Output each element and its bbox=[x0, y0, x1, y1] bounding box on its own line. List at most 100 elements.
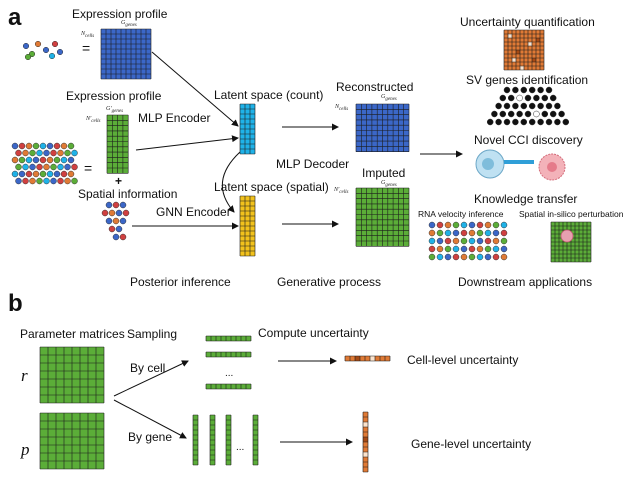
velocity-dot-4-0 bbox=[428, 253, 436, 261]
sv-gene-dot-4-1 bbox=[495, 118, 502, 126]
spatial-dot-3-3 bbox=[36, 163, 43, 171]
velocity-dot-0-6 bbox=[476, 221, 484, 229]
spatial-dot-4-5 bbox=[46, 170, 54, 178]
sv-gene-dot-4-4 bbox=[520, 118, 528, 126]
expression-profile-top-label: Expression profile bbox=[72, 7, 168, 21]
sv-gene-dot-3-8 bbox=[558, 110, 565, 118]
cell-dot-top-4 bbox=[48, 52, 56, 60]
velocity-dot-0-3 bbox=[452, 221, 460, 229]
sv-gene-dot-0-1 bbox=[512, 86, 519, 94]
velocity-dot-3-8 bbox=[492, 245, 500, 253]
knowledge-transfer-label: Knowledge transfer bbox=[474, 192, 578, 206]
spatial-dot-4-0 bbox=[11, 170, 19, 178]
imputed-matrix bbox=[355, 187, 410, 247]
compute-uncertainty-label: Compute uncertainty bbox=[258, 326, 369, 340]
arrow-top-to-latent-count bbox=[151, 51, 239, 127]
spatial-dot-0-5 bbox=[46, 142, 54, 150]
gene-level-uncertainty-label: Gene-level uncertainty bbox=[411, 437, 532, 451]
sv-gene-dot-4-3 bbox=[512, 118, 519, 126]
spatial-dot-4-4 bbox=[39, 170, 47, 178]
uncertainty-quantification-label: Uncertainty quantification bbox=[460, 15, 595, 29]
latent-spatial-label: Latent space (spatial) bbox=[214, 180, 329, 194]
sv-gene-dot-1-2 bbox=[516, 94, 523, 102]
sampled-gene-col-3 bbox=[225, 414, 232, 466]
latent-count-block bbox=[239, 103, 256, 155]
spatial-dot-0-6 bbox=[53, 142, 61, 150]
latent-spatial-block bbox=[239, 195, 256, 257]
cci-cell-red-nucleus bbox=[547, 162, 557, 172]
sv-gene-dot-1-1 bbox=[507, 94, 515, 102]
gnn-encoder-label: GNN Encoder bbox=[156, 205, 231, 219]
sv-gene-dot-0-4 bbox=[537, 86, 544, 94]
spatial-info-dot-4 bbox=[108, 209, 116, 217]
velocity-dot-4-8 bbox=[492, 253, 500, 261]
uncertainty-heatmap bbox=[503, 29, 545, 71]
spatial-dot-4-3 bbox=[32, 170, 40, 178]
spatial-dot-5-8 bbox=[71, 177, 78, 185]
velocity-dot-1-4 bbox=[460, 229, 468, 237]
velocity-dot-2-0 bbox=[428, 237, 436, 245]
spatial-dot-0-1 bbox=[18, 142, 26, 150]
g-prime-genes-label: G'genes bbox=[106, 106, 124, 115]
g-genes-label-recon: Ggenes bbox=[381, 94, 397, 103]
velocity-dot-3-2 bbox=[444, 245, 452, 253]
spatial-dot-5-1 bbox=[22, 177, 29, 185]
g-genes-label-top: Ggenes bbox=[121, 20, 137, 29]
rna-velocity-label: RNA velocity inference bbox=[418, 209, 504, 219]
spatial-dot-3-5 bbox=[50, 163, 57, 171]
sv-gene-dot-3-7 bbox=[549, 110, 557, 118]
cell-level-uncertainty-label: Cell-level uncertainty bbox=[407, 353, 519, 367]
sampled-gene-col-1 bbox=[192, 414, 199, 466]
spatial-dot-4-6 bbox=[53, 170, 61, 178]
velocity-dot-1-6 bbox=[476, 229, 484, 237]
spatial-dot-0-2 bbox=[25, 142, 33, 150]
spatial-dot-5-6 bbox=[57, 177, 64, 185]
spatial-info-dot-13 bbox=[119, 233, 127, 241]
expression-matrix-top bbox=[100, 28, 152, 80]
velocity-dot-2-1 bbox=[436, 237, 444, 245]
n-cells-label-recon: Ncells bbox=[335, 104, 349, 113]
spatial-dot-5-4 bbox=[43, 177, 50, 185]
spatial-dot-5-3 bbox=[36, 177, 43, 185]
spatial-info-dot-9 bbox=[119, 217, 127, 225]
spatial-dot-3-1 bbox=[22, 163, 29, 171]
sv-gene-dot-3-2 bbox=[507, 110, 515, 118]
velocity-dot-2-7 bbox=[484, 237, 492, 245]
sv-gene-dot-4-8 bbox=[554, 118, 561, 126]
velocity-dot-0-4 bbox=[460, 221, 468, 229]
spatial-information-label: Spatial information bbox=[78, 187, 178, 201]
velocity-dot-1-9 bbox=[500, 229, 508, 237]
arrow-sampling-by-gene bbox=[113, 399, 187, 439]
cell-level-uncertainty-bar bbox=[344, 355, 391, 362]
sv-gene-dot-3-1 bbox=[499, 110, 507, 118]
velocity-dot-1-0 bbox=[428, 229, 436, 237]
spatial-dot-5-2 bbox=[29, 177, 36, 185]
velocity-dot-4-9 bbox=[500, 253, 508, 261]
velocity-dot-4-4 bbox=[460, 253, 468, 261]
spatial-dot-5-5 bbox=[50, 177, 57, 185]
spatial-info-dot-8 bbox=[112, 217, 120, 225]
velocity-dot-4-2 bbox=[444, 253, 452, 261]
velocity-dot-4-3 bbox=[452, 253, 460, 261]
sv-gene-dot-0-0 bbox=[503, 86, 511, 94]
expression-profile-mid-label: Expression profile bbox=[66, 89, 162, 103]
spatial-dot-1-4 bbox=[43, 149, 50, 157]
sv-gene-dot-4-2 bbox=[503, 118, 511, 126]
sampled-cell-row-2 bbox=[205, 351, 252, 358]
mlp-encoder-label: MLP Encoder bbox=[138, 111, 211, 125]
cci-cell-blue-nucleus bbox=[482, 158, 494, 170]
equals-sign-top: = bbox=[82, 40, 91, 56]
r-symbol: r bbox=[21, 366, 28, 385]
g-genes-label-imputed: Ggenes bbox=[381, 180, 397, 189]
downstream-applications-label: Downstream applications bbox=[458, 275, 593, 289]
ligand-receptor-link bbox=[504, 160, 534, 164]
expression-matrix-mid bbox=[106, 114, 129, 174]
velocity-dot-4-6 bbox=[476, 253, 484, 261]
spatial-dot-4-7 bbox=[60, 170, 68, 178]
velocity-dot-1-8 bbox=[492, 229, 500, 237]
arrow-mid-to-latent-count bbox=[135, 135, 239, 151]
velocity-dot-0-5 bbox=[468, 221, 476, 229]
spatial-info-dot-2 bbox=[119, 201, 127, 209]
